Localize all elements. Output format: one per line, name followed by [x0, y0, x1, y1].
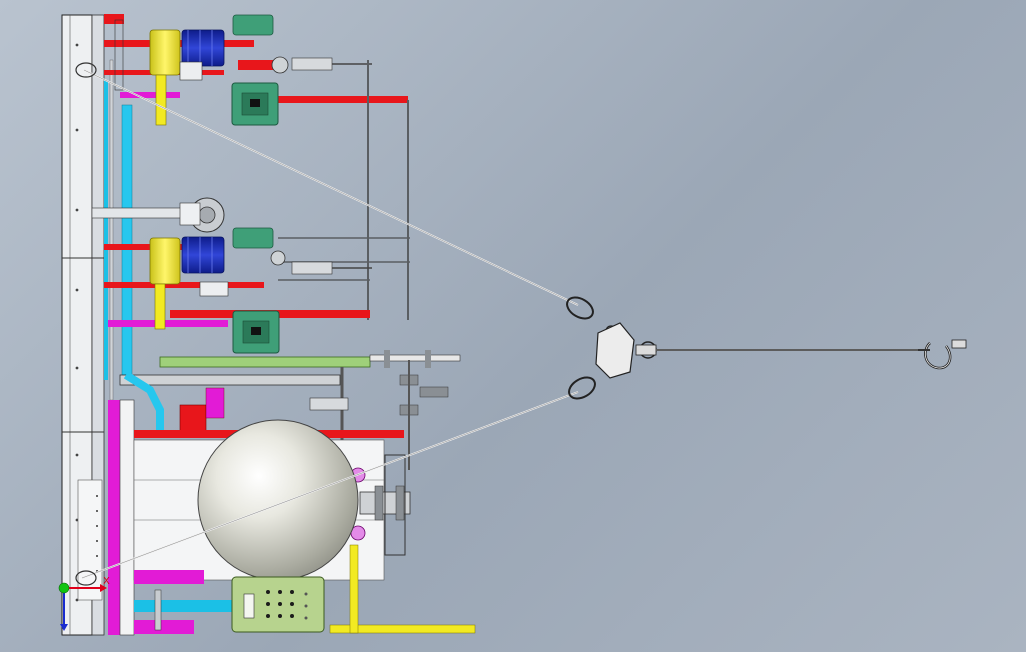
coordinate-triad: X: [58, 576, 110, 631]
x-axis-label: X: [103, 576, 110, 587]
pressure-sphere: [197, 419, 359, 581]
outlet-valve: [350, 454, 411, 556]
manifold: [119, 350, 461, 470]
main-panel: [231, 576, 325, 633]
control-box-upper: [231, 82, 279, 126]
hook: [918, 339, 967, 370]
frame-rail: [61, 14, 133, 636]
flange-assembly: [91, 197, 225, 233]
control-box-lower: [232, 310, 280, 354]
lifting-sling: [75, 62, 918, 586]
pump-module-upper: [104, 14, 408, 126]
